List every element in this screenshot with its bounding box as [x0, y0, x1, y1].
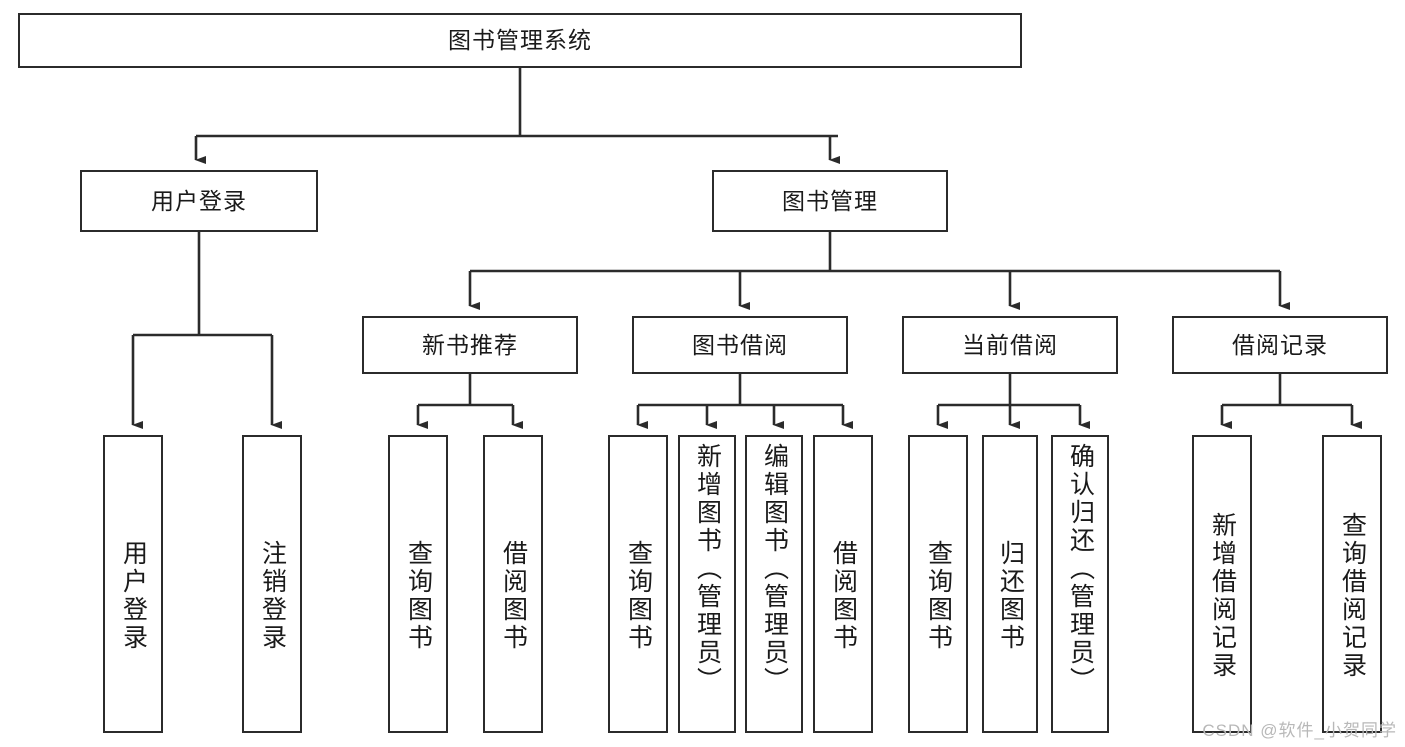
node-label: 借阅图书 — [499, 540, 528, 652]
leaf-edit-book-admin[interactable]: 编辑图书（管理员） — [745, 435, 803, 733]
node-label: 归还图书 — [996, 540, 1025, 652]
node-label: 当前借阅 — [962, 331, 1058, 358]
node-label: 借阅记录 — [1232, 331, 1328, 358]
leaf-confirm-return-admin[interactable]: 确认归还（管理员） — [1051, 435, 1109, 733]
node-book-borrow[interactable]: 图书借阅 — [632, 316, 848, 374]
node-label: 编辑图书（管理员） — [760, 443, 789, 695]
node-label: 图书借阅 — [692, 331, 788, 358]
node-borrow-record[interactable]: 借阅记录 — [1172, 316, 1388, 374]
node-label: 图书管理 — [782, 187, 878, 214]
node-new-book-recommend[interactable]: 新书推荐 — [362, 316, 578, 374]
leaf-query-book-rec[interactable]: 查询图书 — [388, 435, 448, 733]
node-book-management[interactable]: 图书管理 — [712, 170, 948, 232]
node-label: 查询图书 — [924, 540, 953, 652]
node-label: 查询图书 — [404, 540, 433, 652]
csdn-watermark: CSDN @软件_小贺同学 — [1202, 721, 1397, 740]
leaf-query-borrow-record[interactable]: 查询借阅记录 — [1322, 435, 1382, 733]
node-label: 新增图书（管理员） — [693, 443, 722, 695]
node-label: 查询借阅记录 — [1338, 512, 1367, 680]
node-label: 借阅图书 — [829, 540, 858, 652]
leaf-query-book-current[interactable]: 查询图书 — [908, 435, 968, 733]
node-current-borrow[interactable]: 当前借阅 — [902, 316, 1118, 374]
node-root-system[interactable]: 图书管理系统 — [18, 13, 1022, 68]
node-label: 确认归还（管理员） — [1066, 443, 1095, 695]
node-label: 新书推荐 — [422, 331, 518, 358]
leaf-borrow-book[interactable]: 借阅图书 — [813, 435, 873, 733]
leaf-user-login[interactable]: 用户登录 — [103, 435, 163, 733]
node-label: 用户登录 — [151, 187, 247, 214]
node-label: 图书管理系统 — [448, 27, 592, 54]
leaf-query-book-borrow[interactable]: 查询图书 — [608, 435, 668, 733]
node-label: 查询图书 — [624, 540, 653, 652]
leaf-add-borrow-record[interactable]: 新增借阅记录 — [1192, 435, 1252, 733]
leaf-add-book-admin[interactable]: 新增图书（管理员） — [678, 435, 736, 733]
node-user-login[interactable]: 用户登录 — [80, 170, 318, 232]
leaf-return-book[interactable]: 归还图书 — [982, 435, 1038, 733]
node-label: 新增借阅记录 — [1208, 512, 1237, 680]
node-label: 用户登录 — [119, 540, 148, 652]
leaf-borrow-book-rec[interactable]: 借阅图书 — [483, 435, 543, 733]
leaf-logout[interactable]: 注销登录 — [242, 435, 302, 733]
node-label: 注销登录 — [258, 540, 287, 652]
